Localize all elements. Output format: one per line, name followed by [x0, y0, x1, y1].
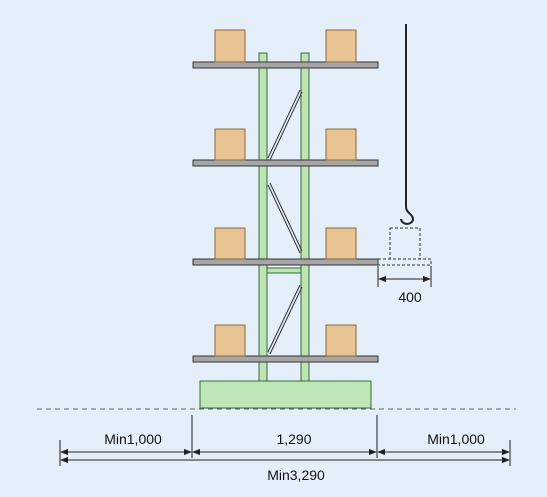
box — [214, 29, 246, 63]
box — [325, 128, 357, 161]
crane-hook-icon — [400, 24, 415, 225]
total-width-label: Min3,290 — [267, 467, 325, 483]
arm-level-1 — [192, 61, 379, 69]
arm-level-4 — [192, 355, 379, 363]
dimension-extension-lines — [59, 415, 511, 466]
arm-level-3 — [192, 258, 379, 266]
overhang-label: 400 — [398, 289, 422, 305]
box — [214, 227, 246, 260]
left-upright — [258, 52, 268, 382]
box — [214, 324, 246, 357]
right-clearance-label: Min1,000 — [427, 431, 485, 447]
left-clearance-label: Min1,000 — [104, 431, 162, 447]
rack-base — [199, 380, 372, 409]
arm-level-2 — [192, 159, 379, 167]
box — [325, 324, 357, 357]
rack-depth-label: 1,290 — [276, 431, 311, 447]
upright-tie — [266, 267, 302, 274]
right-upright — [300, 52, 310, 382]
box — [325, 227, 357, 260]
bracing — [267, 89, 303, 355]
dashed-load-outline — [389, 227, 421, 260]
box — [214, 128, 246, 161]
box — [325, 29, 357, 63]
